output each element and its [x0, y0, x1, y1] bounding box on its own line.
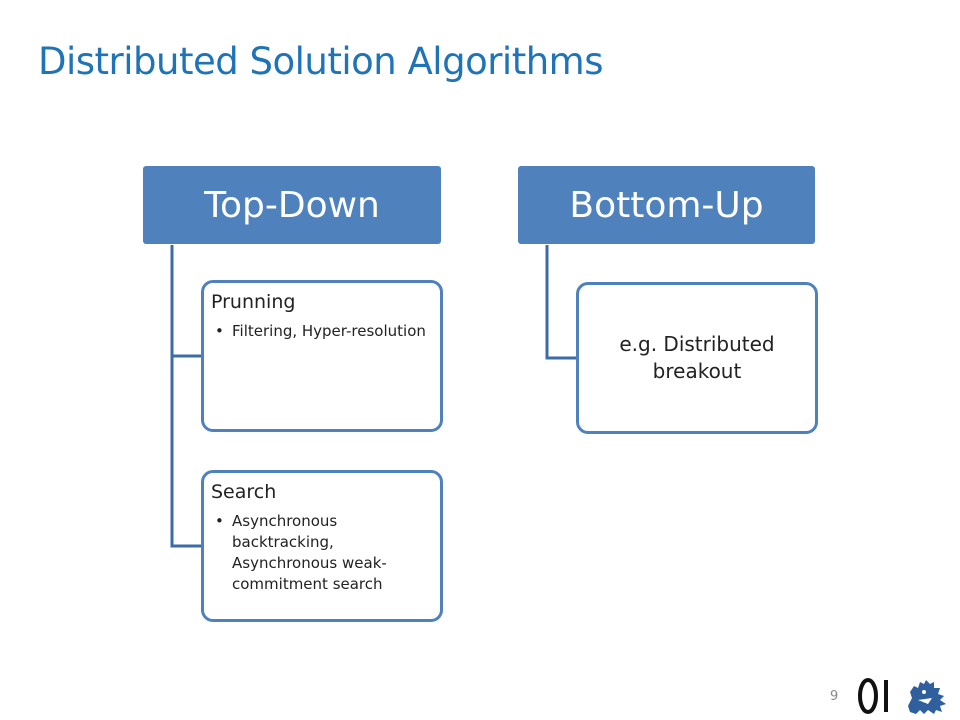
connector-topdown-search: [170, 356, 203, 548]
connector-bottomup-breakout: [545, 245, 578, 360]
top-down-header-label: Top-Down: [204, 184, 380, 226]
page-number: 9: [830, 689, 839, 704]
prunning-title: Prunning: [211, 291, 296, 313]
logo-o-shape: [858, 678, 878, 714]
breakout-box: e.g. Distributed breakout: [576, 282, 818, 434]
university-logo: [858, 678, 946, 714]
top-down-header: Top-Down: [143, 166, 441, 244]
breakout-text: e.g. Distributed breakout: [619, 332, 775, 383]
logo-i-shape: [884, 680, 888, 712]
prunning-box: Prunning Filtering, Hyper-resolution: [201, 280, 443, 432]
search-box: Search Asynchronous backtracking, Asynch…: [201, 470, 443, 622]
prunning-bullet-1: Filtering, Hyper-resolution: [215, 321, 440, 342]
prunning-bullets: Filtering, Hyper-resolution: [204, 321, 440, 342]
bottom-up-header: Bottom-Up: [518, 166, 815, 244]
search-bullets: Asynchronous backtracking, Asynchronous …: [204, 511, 440, 595]
bottom-up-header-label: Bottom-Up: [569, 184, 764, 226]
lion-emblem-detail: [918, 690, 932, 704]
search-bullet-1: Asynchronous backtracking, Asynchronous …: [215, 511, 440, 595]
search-title: Search: [211, 481, 277, 503]
lion-emblem-icon: [908, 680, 946, 714]
connector-topdown-prunning: [170, 245, 203, 358]
page-title: Distributed Solution Algorithms: [38, 40, 603, 83]
